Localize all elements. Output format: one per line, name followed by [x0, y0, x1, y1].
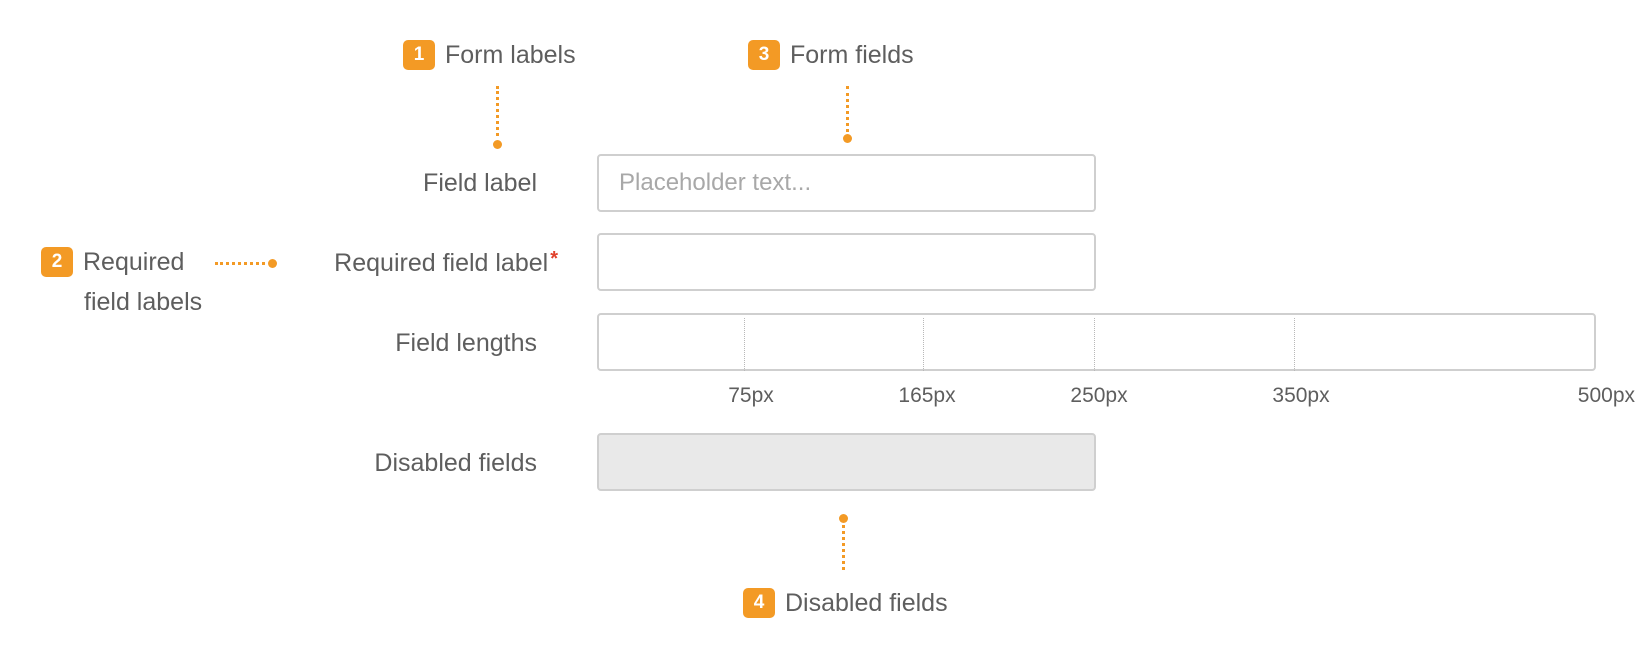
callout-text: Disabled fields — [785, 588, 948, 617]
required-text-field[interactable] — [597, 233, 1096, 291]
text-input[interactable] — [599, 156, 1094, 210]
callout-connector — [496, 86, 499, 136]
field-lengths-label: Field lengths — [395, 329, 537, 357]
callout-connector — [846, 86, 849, 132]
required-field-label: Required field label* — [334, 248, 558, 277]
length-tick-350 — [1294, 318, 1295, 371]
length-label-165: 165px — [898, 384, 956, 407]
callout-text-line2: field labels — [84, 288, 203, 316]
field-lengths-field[interactable] — [597, 313, 1596, 371]
callout-text: Form fields — [790, 40, 914, 69]
callout-form-fields: 3 Form fields — [748, 40, 914, 70]
disabled-text-field — [597, 433, 1096, 491]
required-text-input[interactable] — [599, 235, 1094, 289]
callout-badge: 2 — [41, 247, 73, 277]
field-label: Field label — [423, 169, 537, 197]
field-lengths-input[interactable] — [599, 315, 1594, 369]
length-tick-250 — [1094, 318, 1095, 371]
callout-connector-dot — [493, 140, 502, 149]
length-label-500: 500px — [1577, 384, 1635, 407]
length-tick-75 — [744, 318, 745, 371]
length-label-75: 75px — [728, 384, 774, 407]
callout-required-field-labels: 2 Required — [41, 247, 184, 277]
callout-text: Required — [83, 247, 185, 276]
disabled-fields-label: Disabled fields — [374, 449, 537, 477]
required-asterisk: * — [550, 248, 558, 270]
text-field[interactable] — [597, 154, 1096, 212]
callout-badge: 1 — [403, 40, 435, 70]
callout-form-labels: 1 Form labels — [403, 40, 576, 70]
callout-connector-dot — [268, 259, 277, 268]
callout-badge: 3 — [748, 40, 780, 70]
callout-connector — [842, 525, 845, 570]
callout-connector — [215, 262, 265, 265]
callout-badge: 4 — [743, 588, 775, 618]
callout-text: Form labels — [445, 40, 576, 69]
callout-disabled-fields: 4 Disabled fields — [743, 588, 948, 618]
disabled-text-input — [599, 435, 1094, 489]
callout-connector-dot — [839, 514, 848, 523]
callout-connector-dot — [843, 134, 852, 143]
length-tick-165 — [923, 318, 924, 371]
length-label-250: 250px — [1070, 384, 1128, 407]
required-field-label-text: Required field label — [334, 249, 549, 277]
length-label-350: 350px — [1272, 384, 1330, 407]
